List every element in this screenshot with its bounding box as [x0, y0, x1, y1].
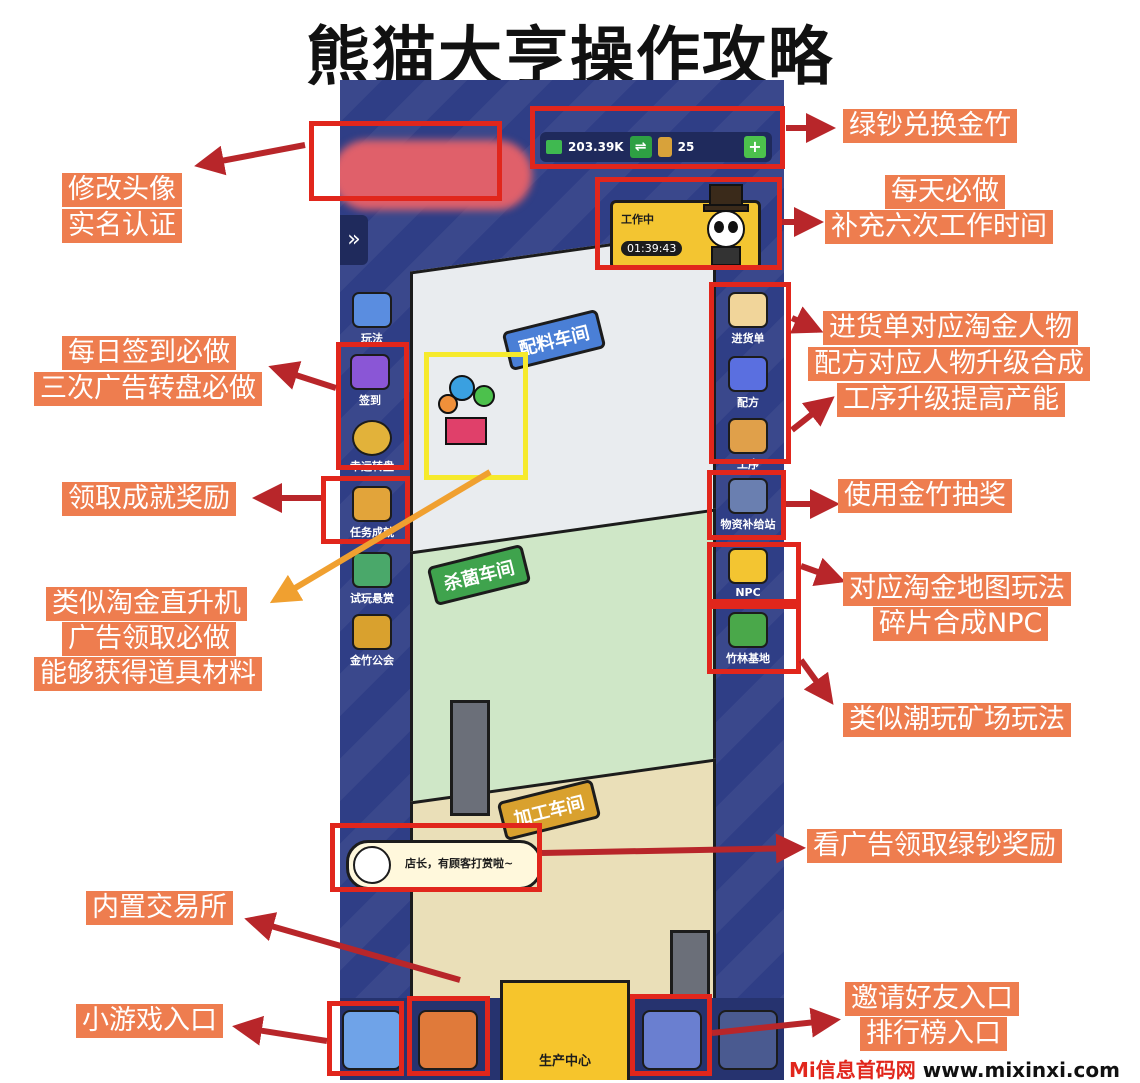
invite-button[interactable] — [642, 1010, 702, 1070]
signin-button[interactable]: 签到 — [348, 354, 392, 408]
watermark-site: Mi信息首码网 — [789, 1058, 916, 1082]
note-invite-2: 排行榜入口 — [860, 1017, 1007, 1051]
highlight-npc — [707, 542, 801, 604]
balloon-gift-icon[interactable] — [432, 370, 512, 450]
note-avatar-2: 实名认证 — [62, 209, 182, 243]
exchange-icon[interactable]: ⇌ — [629, 136, 652, 158]
highlight-work — [595, 177, 782, 270]
phone-icon — [352, 552, 392, 588]
note-minigame: 小游戏入口 — [76, 1004, 223, 1038]
note-achievement: 领取成就奖励 — [62, 482, 236, 516]
npc-button[interactable]: NPC — [726, 548, 770, 599]
recipe-button[interactable]: 配方 — [726, 356, 770, 410]
recipe-book-icon — [728, 356, 768, 392]
add-bamboo-button[interactable]: + — [744, 136, 766, 158]
highlight-avatar — [309, 121, 502, 201]
watermark: Mi信息首码网 www.mixinxi.com — [789, 1054, 1120, 1083]
wheel-icon — [352, 420, 392, 456]
panda-avatar-icon — [353, 846, 391, 884]
note-ad-reward: 看广告领取绿钞奖励 — [807, 829, 1062, 863]
highlight-currency — [530, 106, 785, 169]
note-bamboo: 类似潮玩矿场玩法 — [843, 703, 1071, 737]
highlight-orders — [709, 282, 791, 464]
note-exchange: 绿钞兑换金竹 — [843, 109, 1017, 143]
note-market: 内置交易所 — [86, 891, 233, 925]
cash-icon — [546, 140, 562, 154]
highlight-bamboo — [707, 604, 801, 674]
note-daily-work-1: 每天必做 — [885, 175, 1005, 209]
note-invite-1: 邀请好友入口 — [845, 982, 1019, 1016]
calendar-icon — [350, 354, 390, 390]
highlight-lottery — [707, 470, 786, 540]
note-avatar-1: 修改头像 — [62, 173, 182, 207]
guild-icon — [352, 614, 392, 650]
trial-reward-button[interactable]: 试玩悬赏 — [346, 552, 398, 606]
note-balloon-2: 广告领取必做 — [62, 622, 236, 656]
work-timer: 01:39:43 — [621, 241, 683, 256]
currency-bar: 203.39K ⇌ 25 + — [540, 132, 772, 162]
highlight-market — [407, 996, 490, 1076]
bamboo-plant-icon — [728, 612, 768, 648]
gamepad-icon — [352, 292, 392, 328]
note-daily-work-2: 补充六次工作时间 — [825, 210, 1053, 244]
note-orders-2: 配方对应人物升级合成 — [808, 347, 1090, 381]
medal-icon — [352, 486, 392, 522]
supply-station-button[interactable]: 物资补给站 — [718, 478, 778, 532]
highlight-invite — [630, 994, 712, 1076]
highlight-ad — [330, 823, 542, 892]
note-orders-3: 工序升级提高产能 — [837, 383, 1065, 417]
green-cash-amount: 203.39K — [568, 140, 624, 154]
ranking-button[interactable] — [718, 1010, 778, 1070]
work-status: 工作中 — [621, 213, 654, 226]
note-lottery: 使用金竹抽奖 — [838, 479, 1012, 513]
store-icon — [728, 478, 768, 514]
wrench-icon — [728, 418, 768, 454]
panda-hat-icon — [728, 548, 768, 584]
note-orders-1: 进货单对应淘金人物 — [823, 311, 1078, 345]
pillar — [450, 700, 490, 816]
bamboo-icon — [657, 137, 672, 157]
process-button[interactable]: 工序 — [726, 418, 770, 472]
order-list-icon — [728, 292, 768, 328]
note-signin-1: 每日签到必做 — [62, 336, 236, 370]
note-signin-2: 三次广告转盘必做 — [34, 372, 262, 406]
note-balloon-1: 类似淘金直升机 — [46, 587, 247, 621]
bamboo-base-button[interactable]: 竹林基地 — [718, 612, 778, 666]
purchase-order-button[interactable]: 进货单 — [726, 292, 770, 346]
watermark-url: www.mixinxi.com — [922, 1058, 1120, 1082]
highlight-minigame — [327, 1001, 404, 1076]
note-npc-2: 碎片合成NPC — [873, 607, 1049, 641]
note-balloon-3: 能够获得道具材料 — [34, 657, 262, 691]
guild-button[interactable]: 金竹公会 — [346, 614, 398, 668]
highlight-signin — [336, 342, 409, 470]
production-center-button[interactable]: 生产中心 — [500, 980, 630, 1080]
expand-menu-button[interactable]: » — [340, 215, 368, 265]
note-npc-1: 对应淘金地图玩法 — [843, 572, 1071, 606]
market-button[interactable] — [418, 1010, 478, 1070]
work-panel[interactable]: 工作中 01:39:43 — [610, 184, 761, 270]
bamboo-amount: 25 — [677, 140, 695, 154]
howto-button[interactable]: 玩法 — [350, 292, 394, 346]
panda-boss-icon — [703, 184, 749, 266]
highlight-achievement — [321, 476, 410, 544]
